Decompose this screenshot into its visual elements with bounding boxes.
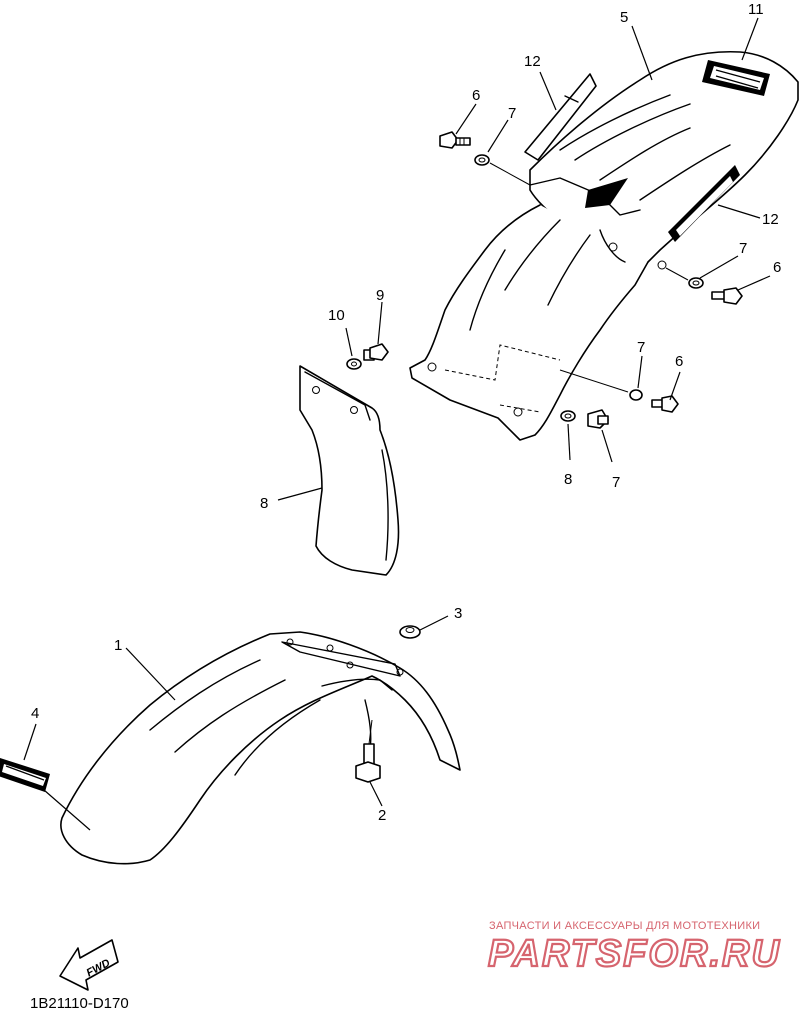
callout-12-right: 12 (762, 211, 779, 228)
callout-9: 9 (376, 287, 384, 304)
callout-7-right: 7 (739, 240, 747, 257)
callout-5: 5 (620, 9, 628, 26)
callout-7-mid: 7 (637, 339, 645, 356)
callout-11: 11 (748, 1, 764, 18)
bolt-6-right (711, 287, 743, 305)
callout-6-mid: 6 (675, 353, 683, 370)
front-logo-decal (0, 758, 50, 792)
collar-8-bottom (560, 410, 576, 422)
forward-arrow: FWD (59, 939, 119, 991)
callout-2: 2 (378, 807, 386, 824)
bolt-2 (355, 743, 381, 783)
bolt-6-mid (651, 395, 679, 413)
callout-numbers: 1 2 3 4 5 6 6 6 7 7 7 7 8 8 9 10 11 12 1… (31, 1, 781, 824)
collar-7-top (474, 154, 490, 166)
watermark-tagline: ЗАПЧАСТИ И АКСЕССУАРЫ ДЛЯ МОТОТЕХНИКИ (489, 920, 760, 932)
collar-7-mid (629, 389, 643, 401)
callout-1: 1 (114, 637, 122, 654)
callout-4: 4 (31, 705, 39, 722)
side-graphic-decal-right (585, 165, 740, 242)
collar-7-right (688, 277, 704, 289)
side-graphic-decal-left (524, 73, 597, 161)
drawing-code: 1B21110-D170 (30, 995, 129, 1011)
bolt-6-top (439, 131, 471, 149)
callout-8-collar: 8 (564, 471, 572, 488)
callout-7-bottom: 7 (612, 474, 620, 491)
nut-3 (399, 625, 421, 639)
mud-flap (299, 365, 400, 576)
callout-8-flap: 8 (260, 495, 268, 512)
bolt-7-bottom (587, 409, 609, 429)
watermark-brand: PARTSFOR.RU (488, 933, 781, 975)
watermark: ЗАПЧАСТИ И АКСЕССУАРЫ ДЛЯ МОТОТЕХНИКИ PA… (487, 920, 781, 976)
callout-6-right: 6 (773, 259, 781, 276)
bolt-9 (363, 343, 389, 361)
callout-12-top: 12 (524, 53, 541, 70)
callout-10: 10 (328, 307, 345, 324)
rear-fender-logo-decal (702, 60, 770, 96)
callout-7-top: 7 (508, 105, 516, 122)
washer-10 (346, 358, 362, 370)
front-fender (60, 631, 461, 865)
rear-fender (409, 50, 799, 441)
callout-3: 3 (454, 605, 462, 622)
leader-lines (23, 17, 771, 831)
callout-6-top: 6 (472, 87, 480, 104)
